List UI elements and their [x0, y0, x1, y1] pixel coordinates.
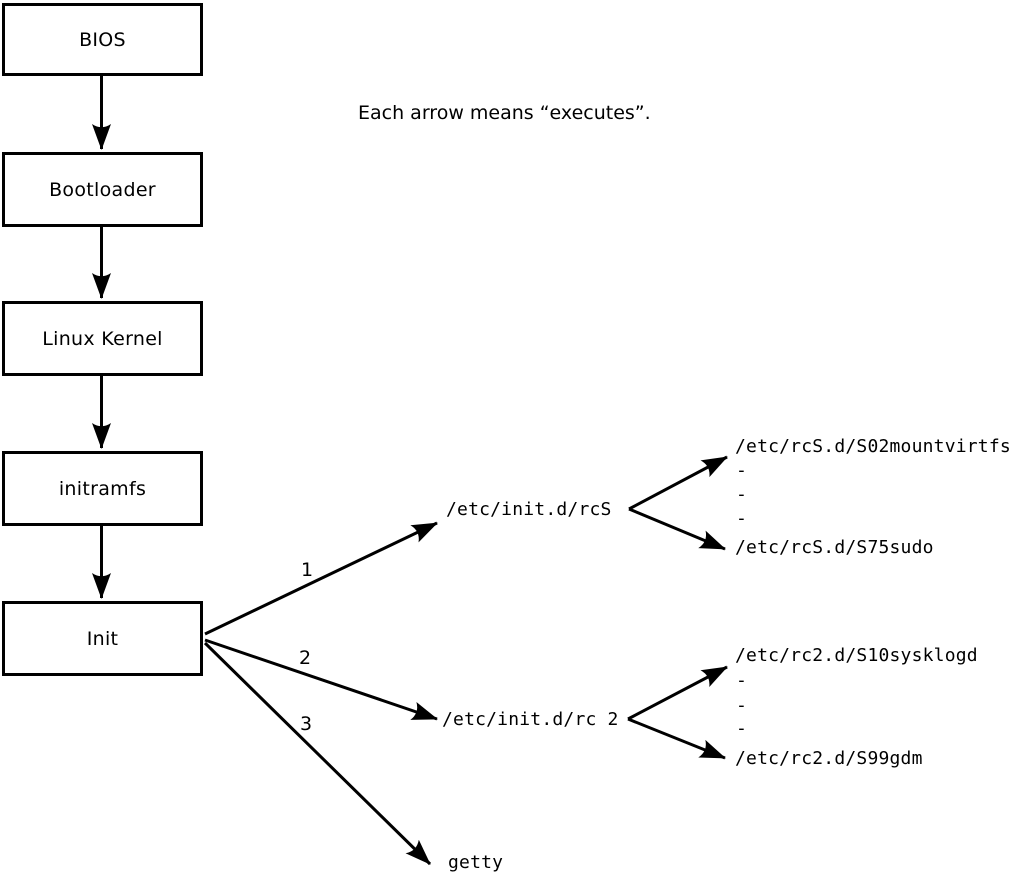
node-initramfs: initramfs — [2, 451, 203, 526]
rc2-ellipsis-dash-3: - — [736, 718, 748, 739]
node-getty: getty — [448, 852, 504, 873]
node-initramfs-label: initramfs — [58, 477, 147, 500]
node-bootloader: Bootloader — [2, 152, 203, 227]
arrow-meaning-note: Each arrow means “executes”. — [358, 102, 651, 124]
node-rc2-script-first: /etc/rc2.d/S10sysklogd — [735, 645, 978, 666]
node-init: Init — [2, 601, 203, 676]
node-init-label: Init — [86, 627, 119, 650]
branch-number-2: 2 — [298, 647, 312, 669]
node-bios-label: BIOS — [79, 28, 126, 51]
arrow-rcS-to-S02mountvirtfs — [628, 455, 728, 511]
node-etc-init-d-rc2: /etc/init.d/rc 2 — [442, 709, 619, 730]
rcS-ellipsis-dash-3: - — [736, 508, 748, 529]
node-linux-kernel: Linux Kernel — [2, 301, 203, 376]
arrow-rcS-to-S75sudo — [628, 507, 726, 551]
branch-number-1: 1 — [300, 559, 314, 581]
node-rc2-script-last: /etc/rc2.d/S99gdm — [735, 748, 923, 769]
rc2-ellipsis-dash-1: - — [736, 670, 748, 691]
arrow-init-to-rc2 — [204, 638, 438, 721]
arrow-rc2-to-S10sysklogd — [627, 665, 728, 721]
node-rcS-script-last: /etc/rcS.d/S75sudo — [735, 537, 934, 558]
node-linux-kernel-label: Linux Kernel — [42, 327, 163, 350]
rcS-ellipsis-dash-2: - — [736, 484, 748, 505]
arrow-init-to-getty — [203, 641, 432, 866]
node-bios: BIOS — [2, 3, 203, 76]
node-bootloader-label: Bootloader — [49, 178, 156, 201]
rc2-ellipsis-dash-2: - — [736, 695, 748, 716]
node-rcS-script-first: /etc/rcS.d/S02mountvirtfs — [735, 436, 1011, 457]
branch-number-3: 3 — [299, 713, 313, 735]
rcS-ellipsis-dash-1: - — [736, 460, 748, 481]
node-etc-init-d-rcS: /etc/init.d/rcS — [446, 499, 612, 520]
arrow-init-to-rcS — [204, 521, 438, 636]
arrow-rc2-to-S99gdm — [627, 717, 726, 760]
